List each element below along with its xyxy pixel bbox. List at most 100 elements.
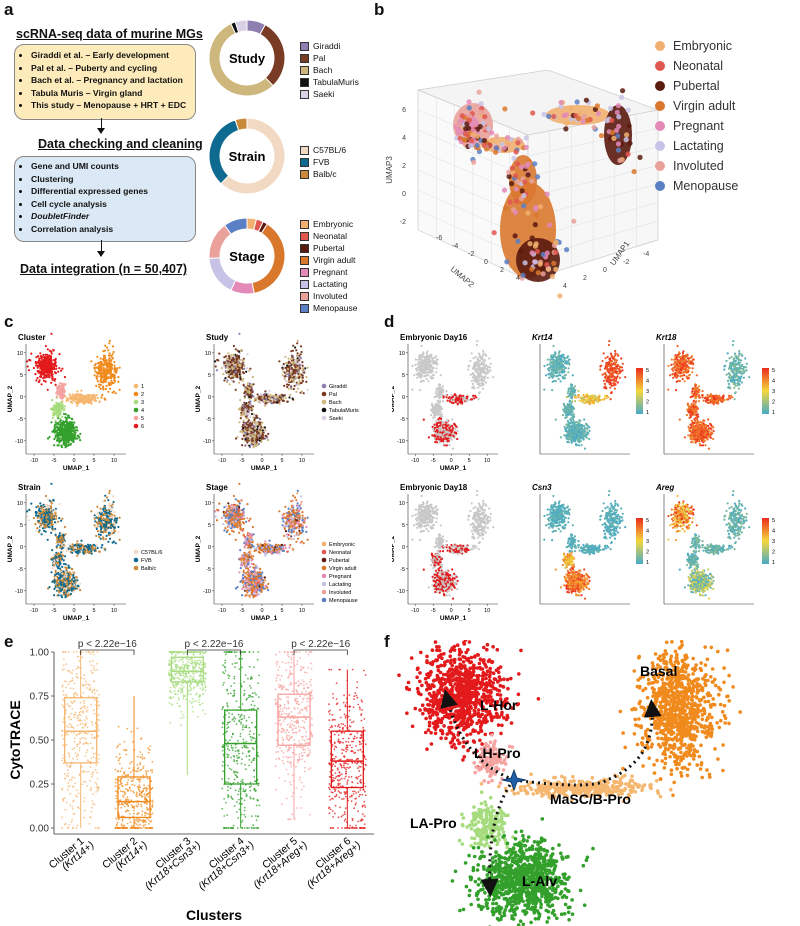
- cell-point: [267, 439, 270, 442]
- cell-point: [275, 398, 278, 401]
- cell-point: [248, 387, 251, 390]
- subplot-title: Strain: [18, 483, 41, 492]
- cell-point: [55, 572, 58, 576]
- cell-point: [290, 357, 293, 360]
- cell-point: [50, 332, 53, 335]
- legend-swatch: [300, 41, 309, 51]
- cell-point: [48, 526, 51, 529]
- cell-point: [111, 357, 114, 360]
- cell-point: [60, 431, 63, 434]
- cell-point: [100, 376, 103, 380]
- cell-point: [67, 564, 70, 567]
- cell-point: [98, 385, 101, 389]
- cell-point: [291, 397, 294, 400]
- cell-point: [59, 556, 62, 559]
- cell-point: [245, 385, 248, 388]
- cell-point: [231, 370, 234, 373]
- cell-point: [64, 383, 67, 386]
- cell-point: [227, 352, 230, 355]
- cell-point: [553, 239, 559, 246]
- cell-point: [68, 416, 71, 419]
- cell-point: [232, 344, 235, 348]
- cell-point: [58, 353, 61, 356]
- cell-point: [59, 406, 62, 409]
- cell-point: [97, 383, 101, 386]
- cell-point: [50, 571, 53, 574]
- cell-point: [232, 356, 235, 360]
- x-tick: -10: [218, 458, 226, 464]
- step-item: Clustering: [31, 173, 195, 186]
- cell-point: [481, 142, 487, 148]
- cell-point: [73, 394, 76, 397]
- cell-point: [62, 412, 66, 416]
- x-axis-label: UMAP_1: [63, 615, 90, 622]
- cell-point: [239, 375, 242, 378]
- cell-point: [56, 581, 59, 585]
- cell-point: [296, 342, 299, 345]
- cell-point: [73, 436, 76, 439]
- cell-point: [68, 436, 71, 440]
- cell-point: [242, 411, 245, 414]
- legend-swatch: [300, 145, 309, 155]
- cell-point: [65, 425, 68, 428]
- cell-point: [50, 381, 53, 384]
- cell-point: [44, 344, 48, 348]
- panel-label-c: c: [4, 312, 14, 331]
- cell-point: [108, 387, 112, 390]
- cell-point: [238, 571, 241, 574]
- cell-point: [117, 525, 120, 529]
- cell-point: [286, 535, 289, 539]
- cell-point: [48, 586, 51, 589]
- cell-point: [245, 370, 248, 373]
- cell-point: [300, 350, 303, 354]
- cell-point: [107, 369, 110, 372]
- cell-point: [58, 420, 62, 423]
- cell-point: [56, 431, 59, 435]
- cell-point: [86, 393, 90, 396]
- cell-point: [101, 386, 105, 389]
- cell-point: [243, 365, 246, 368]
- step-item: Cell cycle analysis: [31, 198, 195, 211]
- cell-point: [513, 173, 519, 179]
- cell-point: [228, 354, 231, 358]
- cell-point: [235, 364, 238, 367]
- cell-point: [90, 552, 93, 555]
- cell-point: [241, 359, 244, 362]
- cell-point: [55, 401, 58, 404]
- cell-point: [256, 421, 259, 424]
- cell-point: [247, 406, 250, 409]
- cell-point: [250, 409, 253, 412]
- legend-swatch: [300, 279, 309, 289]
- cell-point: [42, 353, 45, 356]
- cell-point: [267, 432, 270, 435]
- cell-point: [615, 147, 622, 153]
- cell-point: [51, 567, 54, 570]
- cell-point: [553, 266, 559, 272]
- cell-point: [118, 516, 121, 519]
- cell-point: [71, 393, 74, 396]
- cell-point: [42, 364, 46, 367]
- cell-point: [64, 581, 67, 584]
- cell-point: [108, 507, 111, 510]
- cell-point: [47, 520, 50, 523]
- cell-point: [489, 130, 495, 136]
- y-tick: -5: [206, 417, 211, 423]
- cell-point: [255, 441, 258, 444]
- cell-point: [238, 332, 241, 335]
- cell-point: [545, 266, 552, 272]
- cell-point: [93, 517, 96, 520]
- cell-point: [239, 408, 242, 411]
- cell-point: [261, 394, 264, 397]
- cell-point: [90, 399, 93, 402]
- cell-point: [53, 521, 57, 524]
- cell-point: [513, 209, 519, 216]
- cell-point: [231, 374, 234, 378]
- cell-point: [64, 431, 67, 434]
- cell-point: [255, 430, 258, 433]
- grid-line: [417, 229, 529, 281]
- legend-dot: [655, 121, 665, 131]
- cell-point: [573, 113, 579, 119]
- cell-point: [39, 367, 42, 370]
- cell-point: [44, 380, 47, 383]
